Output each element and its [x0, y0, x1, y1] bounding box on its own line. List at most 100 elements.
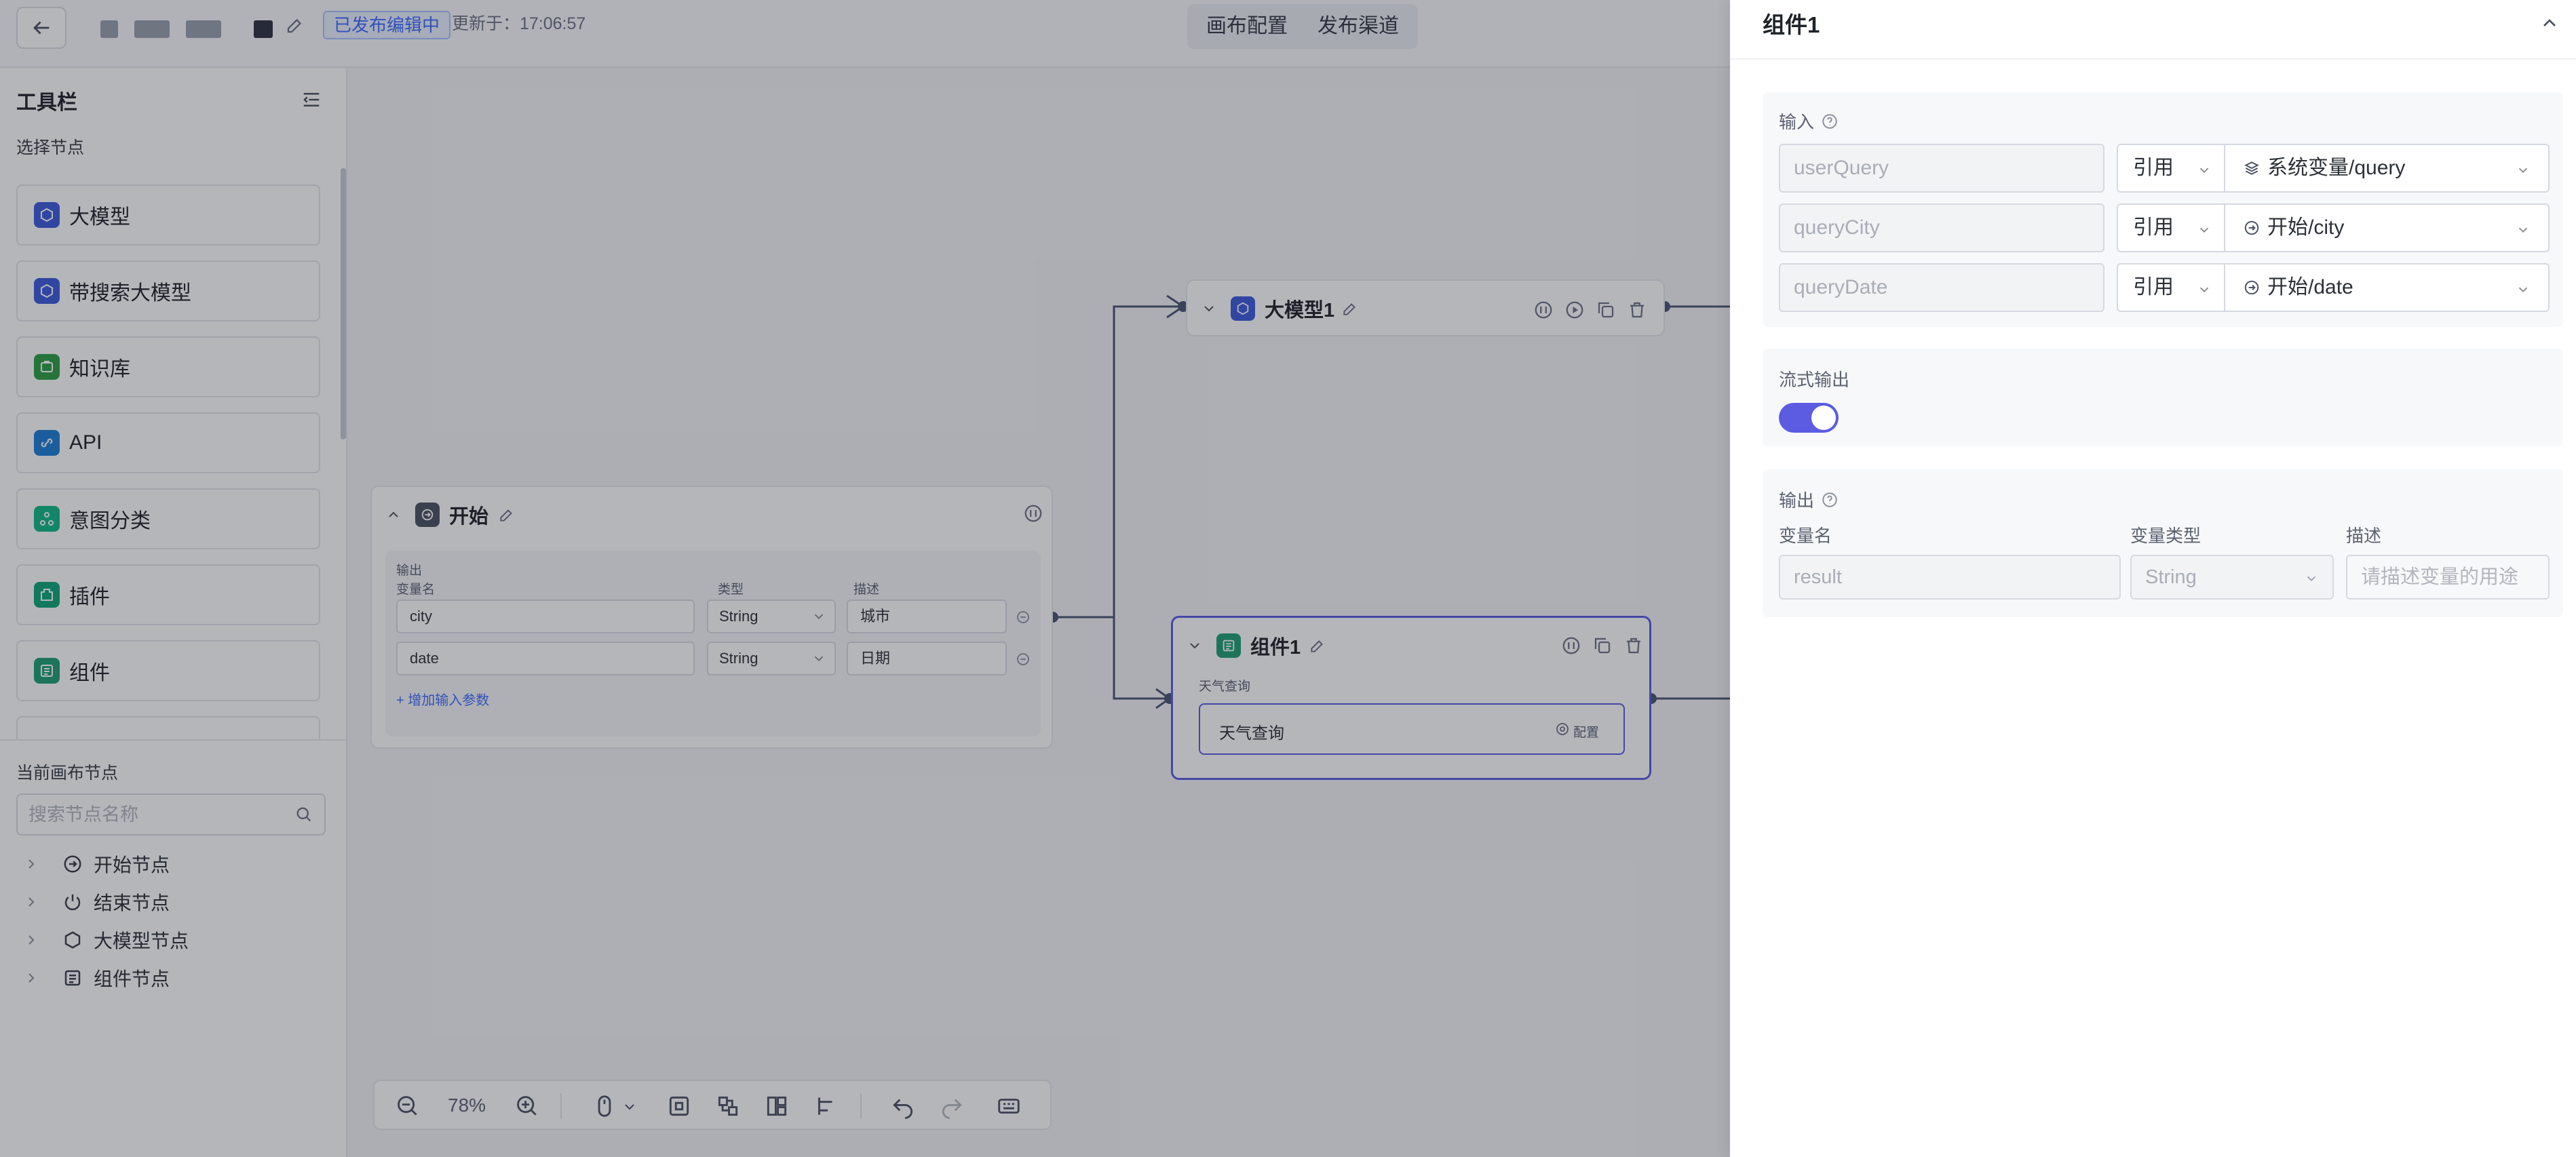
ref-mode-select[interactable]: 引用: [2117, 203, 2225, 252]
stream-output-toggle[interactable]: [1779, 403, 1839, 433]
component-item[interactable]: 天气查询 配置: [1199, 703, 1625, 755]
grid-layout-icon[interactable]: [764, 1093, 790, 1119]
collapse-menu-icon[interactable]: [301, 90, 322, 110]
stream-output-section: 流式输出: [1763, 349, 2563, 446]
variable-icon[interactable]: [1023, 503, 1043, 524]
zoom-in-icon[interactable]: [514, 1093, 540, 1119]
start-icon: [2244, 220, 2259, 235]
chevron-down-icon: [814, 656, 824, 662]
node-search-input[interactable]: [28, 804, 294, 825]
node-item-component[interactable]: 组件: [16, 640, 320, 701]
tree-item-start[interactable]: 开始节点: [23, 850, 170, 878]
chevron-down-icon[interactable]: [621, 1099, 638, 1115]
help-icon[interactable]: [1821, 491, 1839, 509]
layout-icon[interactable]: [715, 1093, 741, 1119]
chevron-up-icon[interactable]: [385, 507, 402, 523]
variable-icon[interactable]: [1561, 635, 1581, 656]
help-icon[interactable]: [1821, 113, 1839, 130]
fit-view-icon[interactable]: [666, 1093, 692, 1119]
tab-canvas-config[interactable]: 画布配置: [1206, 15, 1288, 37]
component-icon: [34, 658, 60, 684]
ref-mode-select[interactable]: 引用: [2117, 144, 2225, 193]
chevron-right-icon[interactable]: [23, 970, 39, 986]
undo-icon[interactable]: [890, 1093, 916, 1119]
zoom-out-icon[interactable]: [395, 1093, 421, 1119]
delete-icon[interactable]: [1627, 300, 1647, 320]
chevron-down-icon: [2518, 287, 2528, 293]
run-icon[interactable]: [1564, 300, 1585, 320]
column-header-type: 变量类型: [2130, 526, 2202, 546]
edit-icon[interactable]: [1341, 300, 1359, 317]
component-node-card[interactable]: 组件1 天气查询 天气查询 配置: [1171, 616, 1651, 780]
chevron-down-icon: [2518, 227, 2528, 233]
chevron-right-icon[interactable]: [23, 856, 39, 872]
copy-icon[interactable]: [1596, 300, 1616, 320]
mouse-icon[interactable]: [592, 1093, 617, 1119]
output-label: 输出: [396, 564, 423, 578]
remove-icon[interactable]: [1015, 651, 1031, 667]
start-icon: [2244, 280, 2259, 295]
edit-icon[interactable]: [285, 15, 305, 35]
chevron-right-icon[interactable]: [23, 894, 39, 910]
ref-value-select[interactable]: 开始/city: [2224, 203, 2550, 252]
component-subtitle: 天气查询: [1199, 680, 1251, 694]
config-link[interactable]: 配置: [1573, 726, 1600, 740]
llm-node-card[interactable]: 大模型1: [1186, 279, 1665, 336]
chevron-down-icon[interactable]: [1187, 638, 1203, 654]
add-param-link[interactable]: + 增加输入参数: [396, 693, 490, 708]
component-icon: [64, 970, 81, 986]
variable-icon[interactable]: [1533, 300, 1554, 320]
back-button[interactable]: [16, 7, 66, 49]
node-item-llm[interactable]: 大模型: [16, 184, 320, 246]
output-var-type-select: String: [2130, 555, 2334, 600]
ref-value-select[interactable]: 系统变量/query: [2224, 144, 2550, 193]
keyboard-icon[interactable]: [996, 1093, 1022, 1119]
delete-icon[interactable]: [1623, 635, 1644, 656]
chevron-down-icon: [2199, 227, 2209, 233]
node-item-api[interactable]: API: [16, 412, 320, 473]
tab-publish-channel[interactable]: 发布渠道: [1318, 15, 1399, 37]
input-section: 输入 userQuery 引用 系统变量/query queryCity 引用 …: [1763, 92, 2563, 327]
collapse-panel-icon[interactable]: [2539, 12, 2560, 34]
node-item-plugin[interactable]: 插件: [16, 564, 320, 625]
output-desc-input[interactable]: [2361, 566, 2548, 589]
modal-overlay[interactable]: [0, 0, 1730, 1157]
zoom-toolbar: 78%: [373, 1080, 1052, 1130]
llm-node-title: 大模型1: [1265, 300, 1335, 321]
edit-icon[interactable]: [1309, 637, 1326, 654]
param-type-select[interactable]: String: [707, 600, 836, 633]
chevron-right-icon[interactable]: [23, 932, 39, 948]
align-icon[interactable]: [813, 1093, 839, 1119]
node-item-knowledge-base[interactable]: 知识库: [16, 336, 320, 397]
input-var-name: userQuery: [1779, 144, 2104, 193]
param-desc-input[interactable]: 城市: [847, 600, 1007, 633]
chevron-down-icon: [2199, 168, 2209, 174]
edit-icon[interactable]: [498, 506, 516, 524]
param-desc-input[interactable]: 日期: [847, 642, 1007, 675]
param-name-input[interactable]: city: [396, 600, 695, 633]
toolbar-title: 工具栏: [16, 92, 77, 114]
start-node-body: 输出 变量名 类型 描述 city String 城市 date String …: [385, 551, 1041, 737]
redo-icon[interactable]: [939, 1093, 965, 1119]
start-node-card[interactable]: 开始 输出 变量名 类型 描述 city String 城市 date Stri…: [370, 486, 1053, 749]
top-bar: 已发布编辑中 更新于：17:06:57 画布配置 发布渠道: [0, 0, 1730, 68]
ref-mode-select[interactable]: 引用: [2117, 263, 2225, 312]
settings-icon[interactable]: [1554, 721, 1571, 737]
chevron-down-icon[interactable]: [1201, 300, 1217, 317]
search-icon[interactable]: [294, 805, 313, 824]
ref-value-select[interactable]: 开始/date: [2224, 263, 2550, 312]
tree-item-component[interactable]: 组件节点: [23, 964, 170, 992]
node-item-partial: [16, 716, 320, 739]
node-item-intent-classify[interactable]: 意图分类: [16, 488, 320, 549]
workflow-canvas[interactable]: 大模型1 开始 输出 变量名 类型 描述 city String 城市 date…: [347, 68, 1730, 1157]
tree-item-end[interactable]: 结束节点: [23, 888, 170, 916]
copy-icon[interactable]: [1592, 635, 1613, 656]
node-list-scrollbar[interactable]: [341, 168, 346, 439]
remove-icon[interactable]: [1015, 609, 1031, 625]
tree-item-llm[interactable]: 大模型节点: [23, 926, 189, 954]
node-item-search-llm[interactable]: 带搜索大模型: [16, 260, 320, 321]
llm-icon: [1231, 296, 1255, 321]
param-name-input[interactable]: date: [396, 642, 695, 675]
param-type-select[interactable]: String: [707, 642, 836, 675]
component-icon: [1216, 633, 1241, 658]
